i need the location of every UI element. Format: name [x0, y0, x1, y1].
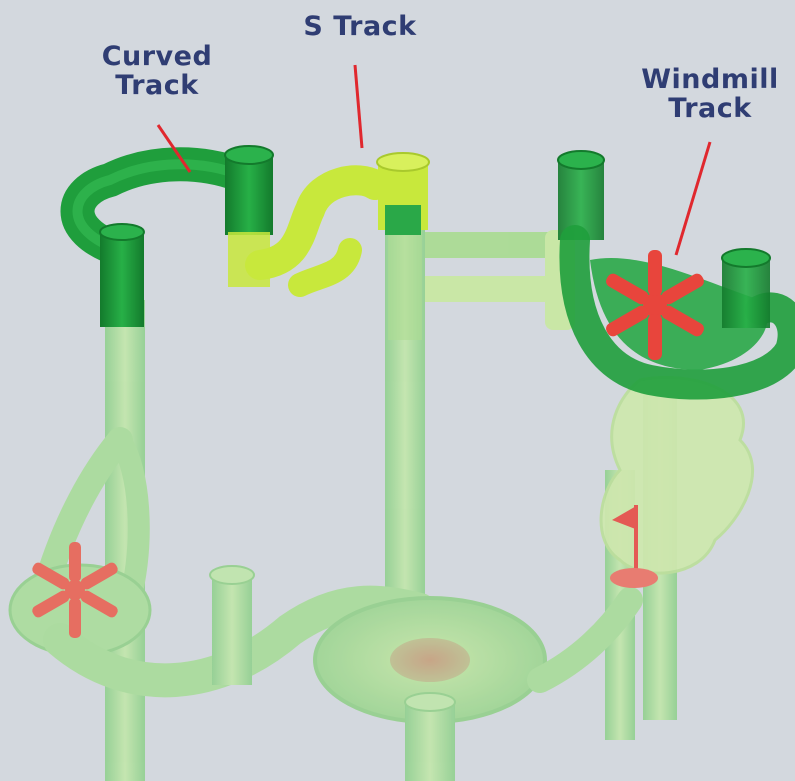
small-pole [212, 575, 252, 685]
windmill-track-label: Windmill Track [640, 65, 780, 123]
windmill-track-label-line1: Windmill [640, 65, 780, 94]
s-track-label: S Track [295, 12, 425, 41]
s-track-label-line1: S Track [295, 12, 425, 41]
windmill-track-piece [558, 151, 793, 385]
windmill-track-label-line2: Track [640, 94, 780, 123]
pointer-windmill [676, 142, 710, 255]
curved-track-label-line1: Curved [92, 42, 222, 71]
curved-track-piece [78, 146, 274, 327]
flag-hole [610, 568, 658, 588]
right-wavy-track [601, 378, 752, 574]
connector-rails [425, 230, 575, 330]
pointer-s-track [355, 65, 362, 148]
curved-track-label: Curved Track [92, 42, 222, 100]
curved-track-label-line2: Track [92, 71, 222, 100]
